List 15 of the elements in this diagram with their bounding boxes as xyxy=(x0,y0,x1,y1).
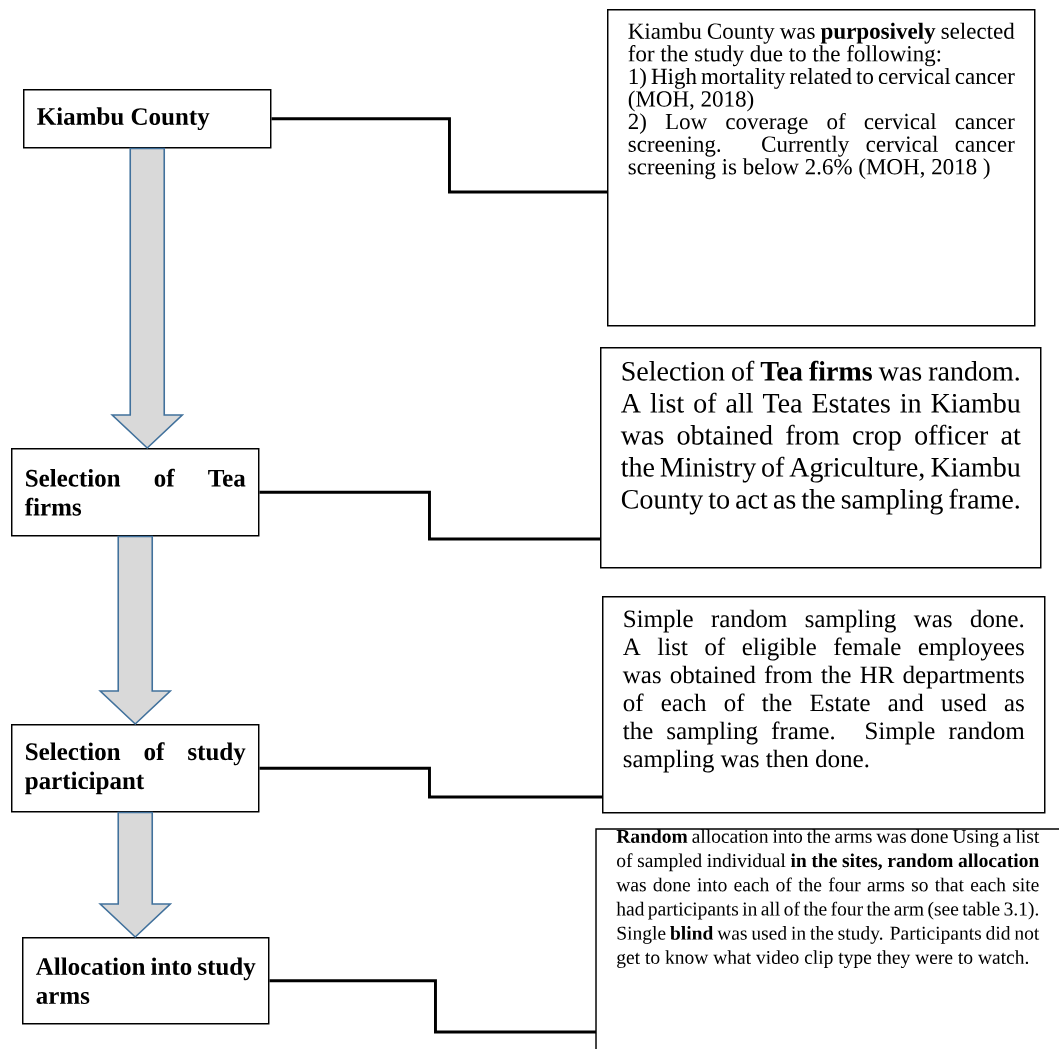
connector-line xyxy=(259,766,602,799)
block-arrow xyxy=(110,147,185,450)
connector-line xyxy=(271,117,607,194)
block-arrow xyxy=(98,535,173,726)
step-box: Selection of study participant xyxy=(11,724,260,813)
step-box: Kiambu County xyxy=(23,89,272,149)
block-arrow xyxy=(98,811,173,939)
note-box: Selection of Tea firms was random. A list of all Tea Estates in Kiambu was obtained from crop officer at the Ministry of Agriculture, Kiambu County to act as the sampling frame. xyxy=(600,347,1042,569)
step-box: Allocation into study arms xyxy=(22,937,270,1025)
step-box: Selection of Tea firms xyxy=(11,448,260,537)
note-box: Random allocation into the arms was done Using a list of sampled individual in the sites, random allocation was done into each of the four arms so that each site had participants in all of the four the arm (see table 3.1). Single blind was used in the study. Participants did not get to know what video clip type they were to watch. xyxy=(595,828,1059,1049)
note-box: Kiambu County was purposively selected for the study due to the following: 1) High mortality related to cervical cancer (MOH, 2018) 2) Low coverage of cervical cancer screening. Currently cervical cancer screening is below 2.6% (MOH, 2018 ) xyxy=(607,9,1036,327)
connector-line xyxy=(269,979,596,1034)
note-box: Simple random sampling was done. A list of eligible female employees was obtained from the HR departments of each of the Estate and used as the sampling frame. Simple random sampling was then done. xyxy=(602,596,1046,814)
connector-line xyxy=(259,490,600,541)
